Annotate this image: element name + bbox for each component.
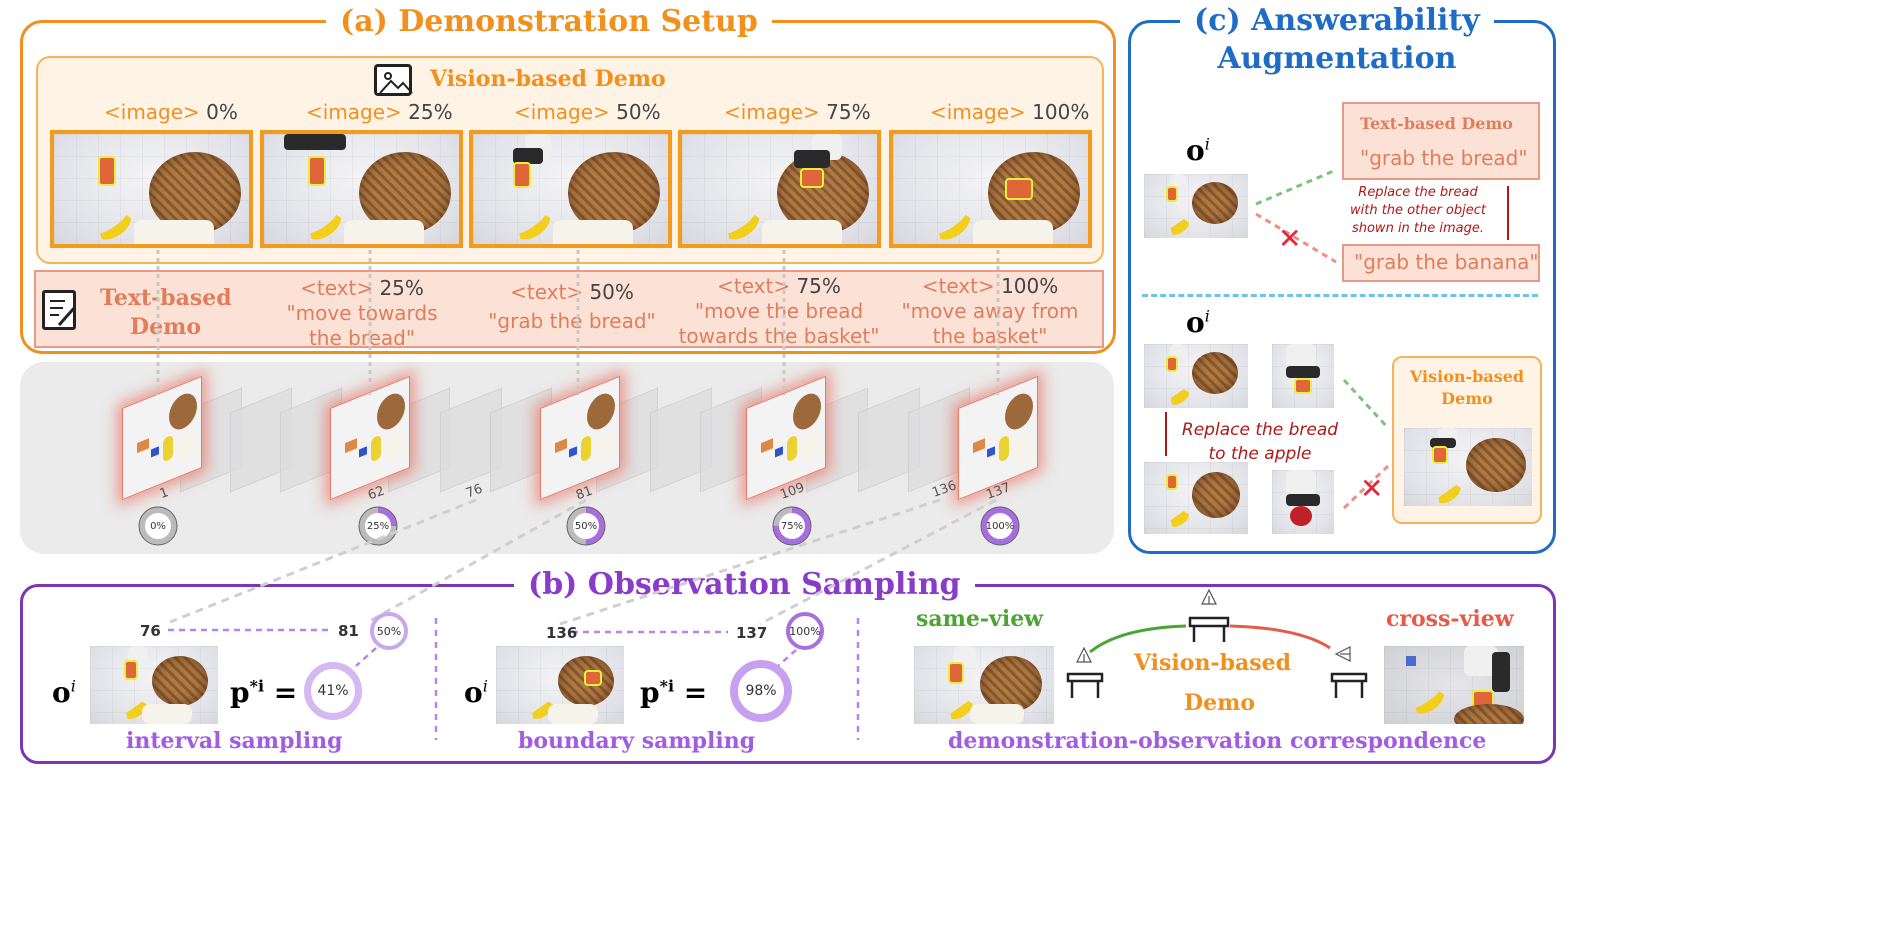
text-demo-box-title: Text-based Demo — [1360, 114, 1513, 133]
text-item-25: <text> 25% "move towards the bread" — [286, 276, 438, 350]
progress-ring-50: 50% — [566, 506, 606, 546]
text-item-50: <text> 50% "grab the bread" — [488, 280, 656, 333]
interval-frame-b: 81 — [338, 622, 359, 640]
boundary-ring-top: 100% — [786, 612, 824, 650]
obs-image-bottom-b — [1272, 344, 1334, 408]
boundary-result-ring: 98% — [730, 660, 792, 722]
document-edit-icon — [42, 290, 77, 330]
replace-apple-note: Replace the bread to the apple — [1181, 420, 1339, 464]
cross-mark-top: ✕ — [1278, 222, 1302, 255]
obs-symbol-bottom: oi — [1186, 306, 1210, 339]
cross-view-arrow — [1229, 624, 1331, 650]
boundary-obs-symbol: oi — [464, 676, 488, 709]
image-icon — [374, 64, 413, 96]
obs-image-top — [1144, 174, 1248, 238]
section-b-title: (b) Observation Sampling — [514, 566, 975, 604]
interval-ring-arrow — [355, 647, 377, 667]
boundary-frame-a: 136 — [546, 624, 578, 642]
boundary-sampling-caption: boundary sampling — [518, 728, 756, 754]
image-tag-100: <image> 100% — [930, 100, 1090, 124]
boundary-p-symbol: p*i = — [640, 676, 708, 709]
text-item-100: <text> 100% "move away from the basket" — [901, 274, 1079, 348]
boundary-frame-b: 137 — [736, 624, 768, 642]
valid-pair-arrow-top — [1255, 168, 1337, 206]
image-tag-50: <image> 50% — [514, 100, 661, 124]
demo-frame-0 — [50, 130, 253, 248]
text-demo-box-quote: "grab the bread" — [1360, 146, 1528, 170]
demo-frame-25 — [260, 130, 463, 248]
vision-demo-box-image — [1404, 428, 1532, 506]
image-tag-25: <image> 25% — [306, 100, 453, 124]
image-tag-0: <image> 0% — [104, 100, 238, 124]
text-demo-subpanel — [34, 270, 1104, 348]
obs-symbol-top: oi — [1186, 134, 1210, 167]
correspondence-center-line2: Demo — [1184, 690, 1256, 716]
boundary-observation-image — [496, 646, 624, 724]
image-tag-75: <image> 75% — [724, 100, 871, 124]
section-c-title: (c) Answerability Augmentation — [1180, 2, 1494, 78]
interval-p-symbol: p*i = — [230, 676, 298, 709]
text-item-75: <text> 75% "move the bread towards the b… — [678, 274, 880, 348]
interval-observation-image — [90, 646, 218, 724]
interval-frame-a: 76 — [140, 622, 161, 640]
invalid-pair-arrow-top — [1255, 212, 1337, 264]
interval-ring-top: 50% — [370, 612, 408, 650]
progress-ring-0: 0% — [138, 506, 178, 546]
demo-frame-75 — [678, 130, 881, 248]
demo-frame-100 — [889, 130, 1092, 248]
same-view-image — [914, 646, 1054, 724]
obs-image-apple-a — [1144, 462, 1248, 534]
cross-view-label: cross-view — [1386, 606, 1514, 632]
section-c-divider — [1142, 294, 1538, 297]
same-view-label: same-view — [916, 606, 1044, 632]
interval-sampling-caption: interval sampling — [126, 728, 343, 754]
text-demo-label-line1: Text-based — [100, 285, 232, 311]
demo-frame-50 — [469, 130, 672, 248]
progress-ring-75: 75% — [772, 506, 812, 546]
correspondence-center-line1: Vision-based — [1134, 650, 1291, 676]
replace-note: Replace the bread with the other object … — [1349, 185, 1486, 236]
vision-demo-label: Vision-based Demo — [430, 66, 666, 92]
section-a-title: (a) Demonstration Setup — [326, 2, 772, 42]
correspondence-caption: demonstration-observation correspondence — [948, 728, 1487, 754]
link-136 — [559, 498, 941, 626]
cross-view-image — [1384, 646, 1524, 724]
obs-image-apple-b — [1272, 470, 1334, 534]
same-view-arrow — [1089, 624, 1187, 654]
obs-image-bottom-a — [1144, 344, 1248, 408]
interval-obs-symbol: oi — [52, 676, 76, 709]
interval-result-ring: 41% — [304, 662, 362, 720]
vision-demo-box-label: Vision-based Demo — [1409, 367, 1525, 408]
text-demo-label-line2: Demo — [130, 314, 202, 340]
banana-demo-quote: "grab the banana" — [1354, 250, 1539, 274]
link-137 — [759, 498, 997, 626]
banana-demo-box — [1342, 244, 1540, 282]
cross-mark-bottom: ✕ — [1360, 472, 1384, 505]
boundary-ring-arrow — [777, 649, 797, 667]
text-demo-box — [1342, 102, 1540, 180]
progress-ring-25: 25% — [358, 506, 398, 546]
progress-ring-100: 100% — [980, 506, 1020, 546]
